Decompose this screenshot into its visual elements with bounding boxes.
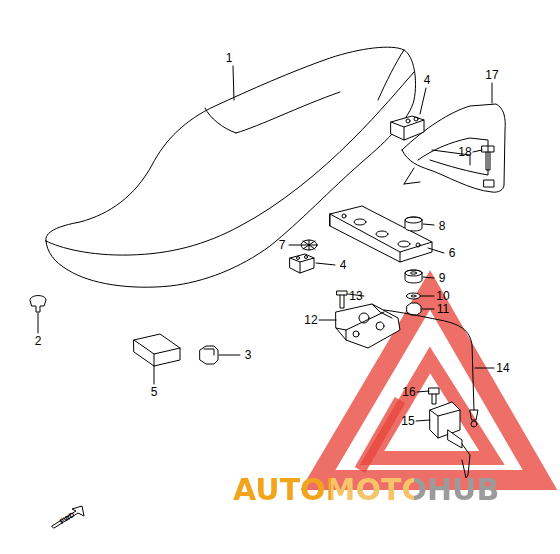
callout-number: 12 <box>304 314 317 326</box>
callout-number: 8 <box>439 220 446 232</box>
direction-mark: FWD <box>58 511 75 525</box>
watermark-triangle <box>318 290 540 480</box>
callout-number: 1 <box>226 52 233 64</box>
callout-number: 4 <box>424 74 431 86</box>
callout-number: 9 <box>439 272 446 284</box>
callout-number: 10 <box>436 290 449 302</box>
callout-number: 16 <box>402 386 415 398</box>
callout-number: 3 <box>245 349 252 361</box>
callout-number: 13 <box>349 290 362 302</box>
watermark: AUTOMOTOHUB <box>233 475 499 505</box>
callout-number: 7 <box>279 239 286 251</box>
callout-number: 11 <box>437 303 449 315</box>
callout-number: 4 <box>340 259 347 271</box>
callout-number: 5 <box>151 386 158 398</box>
callout-number: 2 <box>35 335 42 347</box>
callout-number: 18 <box>458 146 471 158</box>
callout-number: 15 <box>401 415 414 427</box>
callout-number: 17 <box>485 69 498 81</box>
callout-number: 14 <box>496 362 509 374</box>
callout-number: 6 <box>449 247 456 259</box>
